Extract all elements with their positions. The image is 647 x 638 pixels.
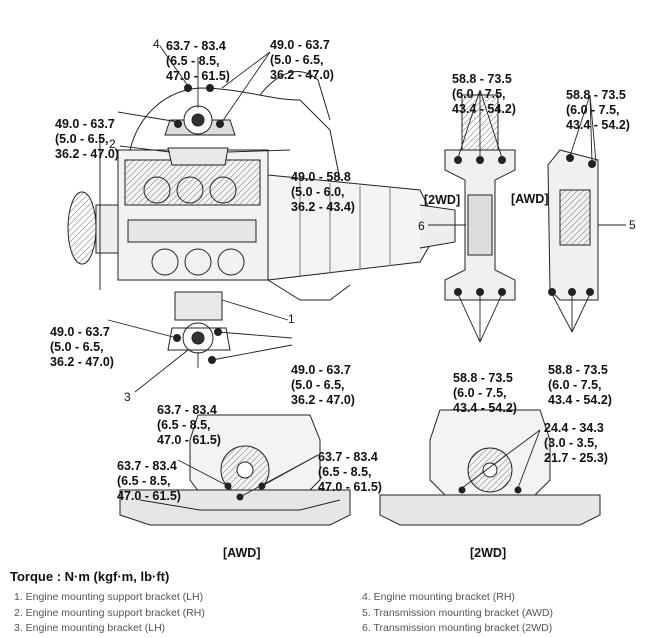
- tag-awd-top: [AWD]: [511, 192, 549, 206]
- torque-label-support-bracket-rh: 49.0 - 58.8(5.0 - 6.0,36.2 - 43.4): [291, 170, 355, 214]
- torque-label-rh-mount-top: 63.7 - 83.4(6.5 - 8.5,47.0 - 61.5): [166, 39, 230, 83]
- legend-item-3: 3. Engine mounting bracket (LH): [14, 622, 166, 634]
- torque-label-2wd-mount-top: 58.8 - 73.5(6.0 - 7.5,43.4 - 54.2): [452, 72, 516, 116]
- torque-label-lh-mount-right: 49.0 - 63.7(5.0 - 6.5,36.2 - 47.0): [291, 363, 355, 407]
- engine-mounting-bracket-lh: [167, 291, 231, 364]
- torque-label-lh-mount-bottom: 63.7 - 83.4(6.5 - 8.5,47.0 - 61.5): [157, 403, 221, 447]
- legend-item-5: 5. Transmission mounting bracket (AWD): [362, 606, 554, 619]
- engine-mounting-bracket-rh: [164, 84, 236, 166]
- legend-item-1: 1. Engine mounting support bracket (LH): [14, 591, 204, 603]
- engine-assembly: [67, 71, 456, 301]
- torque-label-rh-mount-left: 49.0 - 63.7(5.0 - 6.5,36.2 - 47.0): [55, 117, 119, 161]
- torque-label-awd-mount-top: 58.8 - 73.5(6.0 - 7.5,43.4 - 54.2): [566, 88, 630, 132]
- torque-label-awd-view-left: 63.7 - 83.4(6.5 - 8.5,47.0 - 61.5): [117, 459, 181, 503]
- transmission-mounting-bracket-awd: [547, 149, 599, 301]
- tag-2wd-bottom: [2WD]: [470, 546, 507, 560]
- torque-label-awd-mount-bottom: 58.8 - 73.5(6.0 - 7.5,43.4 - 54.2): [548, 363, 612, 407]
- torque-label-awd-view-right: 63.7 - 83.4(6.5 - 8.5,47.0 - 61.5): [318, 450, 382, 494]
- torque-label-lh-mount-left: 49.0 - 63.7(5.0 - 6.5,36.2 - 47.0): [50, 325, 114, 369]
- engine-mount-diagram: [67, 45, 626, 526]
- callout-6: 6: [418, 219, 425, 233]
- legend-left: 1. Engine mounting support bracket (LH) …: [14, 590, 205, 637]
- tag-2wd-top: [2WD]: [424, 193, 461, 207]
- torque-label-2wd-mount-bottom: 58.8 - 73.5(6.0 - 7.5,43.4 - 54.2): [453, 371, 517, 415]
- legend-item-2: 2. Engine mounting support bracket (RH): [14, 606, 205, 619]
- callout-1: 1: [288, 312, 295, 326]
- torque-label-rh-mount-right: 49.0 - 63.7(5.0 - 6.5,36.2 - 47.0): [270, 38, 334, 82]
- torque-label-2wd-view-right: 24.4 - 34.3(3.0 - 3.5,21.7 - 25.3): [544, 421, 608, 465]
- callout-4: 4: [153, 37, 160, 51]
- tag-awd-bottom: [AWD]: [223, 546, 261, 560]
- awd-front-view: [119, 414, 351, 526]
- torque-unit-title: Torque : N·m (kgf·m, lb·ft): [10, 569, 170, 584]
- callout-5: 5: [629, 218, 636, 232]
- callout-2: 2: [109, 137, 116, 151]
- callout-3: 3: [124, 390, 131, 404]
- legend-right: 4. Engine mounting bracket (RH) 5. Trans…: [362, 590, 553, 637]
- leader-lines: [107, 45, 626, 498]
- legend-item-6: 6. Transmission mounting bracket (2WD): [362, 622, 553, 634]
- legend-item-4: 4. Engine mounting bracket (RH): [362, 591, 515, 603]
